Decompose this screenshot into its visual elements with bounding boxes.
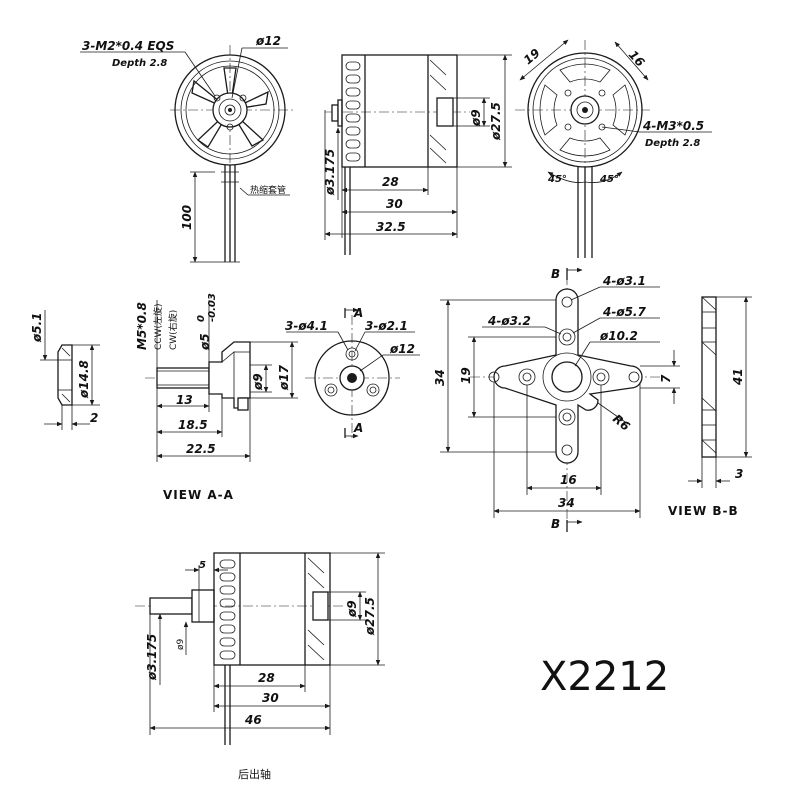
vent-slots: [345, 61, 361, 162]
side-bore-dia-label: ø9: [469, 109, 483, 127]
mount-h-19-label: 19: [459, 367, 473, 384]
aa-center-dia-label: ø12: [389, 342, 415, 356]
rear-screw-spec-label: 4-M3*0.5: [642, 119, 704, 133]
rear-dim-16-label: 16: [626, 48, 648, 70]
adapter-len-13-label: 13: [176, 393, 193, 407]
view-bb-label: VIEW B-B: [668, 504, 739, 518]
aa-holes-a-label: 3-ø4.1: [285, 319, 328, 333]
adapter-ccw-label: CCW(左旋): [152, 304, 164, 351]
mount-radius-label: R6: [610, 412, 632, 434]
washer-dia-5-1-label: ø5.1: [30, 312, 44, 343]
front-view: 100 3-M2*0.4 EQS Depth 2.8 ø12 热缩套管: [80, 34, 295, 263]
rear-shaft-view: 5 ø3.175 ø9 ø9 ø27.5 28 30 46 后出轴: [135, 552, 385, 781]
model-label: X2212: [540, 654, 669, 700]
adapter-dia-17-label: ø17: [277, 364, 291, 391]
rear-shaft-outer-dia-label: ø27.5: [363, 597, 377, 636]
rear-angle-1-label: 45°: [547, 174, 567, 185]
prop-adapter-view: M5*0.8 CCW(左旋) CW(右旋) ø5 0 -0.03 ø9 ø17 …: [135, 293, 298, 502]
rear-screw-depth-label: Depth 2.8: [645, 138, 700, 149]
side-len-28-label: 28: [382, 175, 399, 189]
aa-holes-b-label: 3-ø2.1: [365, 319, 408, 333]
rear-view: 19 16 4-M3*0.5 Depth 2.8 45° 45°: [515, 39, 712, 258]
rear-shaft-len-28-label: 28: [258, 671, 275, 685]
screw-spec-label: 3-M2*0.4 EQS: [82, 39, 174, 53]
adapter-len-18-5-label: 18.5: [178, 418, 208, 432]
bb-height-label: 41: [731, 368, 745, 386]
adapter-cw-label: CW(右旋): [167, 310, 179, 350]
mount-holes-3-2-label: 4-ø3.2: [487, 314, 531, 328]
screw-depth-label: Depth 2.8: [112, 58, 167, 69]
view-aa-label: VIEW A-A: [163, 488, 234, 502]
mount-holes-3-1-label: 4-ø3.1: [602, 274, 646, 288]
rear-shaft-len-46-label: 46: [244, 713, 262, 727]
adapter-thread-label: M5*0.8: [135, 302, 149, 350]
lead-length-label: 100: [180, 205, 194, 230]
section-b-bottom-label: B: [551, 517, 560, 531]
side-outer-dia-label: ø27.5: [489, 102, 503, 141]
section-a-top-label: A: [353, 306, 363, 320]
adapter-dia-9-label: ø9: [251, 373, 265, 391]
side-view: ø27.5 ø9 ø3.175 28 30 32.5: [323, 54, 512, 255]
rear-shaft-inner-dia-label: ø9: [176, 638, 186, 650]
front-shaft-dia-label: ø12: [255, 34, 281, 48]
view-aa-circle: A A 3-ø4.1 3-ø2.1 ø12: [285, 306, 420, 439]
side-len-32-5-label: 32.5: [376, 220, 406, 234]
rear-shaft-dim-5-label: 5: [199, 560, 206, 571]
x-mount-view: B B 4-ø3.1 4-ø3.2 4-ø5.7 ø10.2 R6 34 19 …: [433, 267, 680, 532]
adapter-tol-upper-label: 0: [196, 315, 207, 322]
mount-center-dia-label: ø10.2: [599, 329, 638, 343]
section-a-bottom-label: A: [353, 421, 363, 435]
mount-holes-5-7-label: 4-ø5.7: [602, 305, 646, 319]
mount-w-34-label: 34: [558, 496, 575, 510]
side-shaft-dia-label: ø3.175: [323, 149, 337, 196]
washer-thick-label: 2: [90, 411, 98, 425]
rear-shaft-dia-label: ø3.175: [145, 634, 159, 681]
adapter-tol-lower-label: -0.03: [207, 293, 218, 322]
rear-angle-2-label: 45°: [599, 174, 619, 185]
washer-dia-14-8-label: ø14.8: [77, 360, 91, 399]
mount-w-16-label: 16: [560, 473, 577, 487]
rear-shaft-bore-dia-label: ø9: [345, 600, 359, 618]
bb-thick-label: 3: [735, 467, 743, 481]
view-bb: 41 3 VIEW B-B: [668, 296, 752, 518]
rear-shaft-caption: 后出轴: [238, 767, 271, 781]
side-len-30-label: 30: [386, 197, 403, 211]
rear-shaft-len-30-label: 30: [262, 691, 279, 705]
adapter-len-22-5-label: 22.5: [186, 442, 216, 456]
heat-shrink-label: 热缩套管: [250, 184, 286, 196]
mount-dim-7-label: 7: [659, 374, 673, 383]
adapter-inner-dia-label: ø5: [198, 333, 212, 351]
section-b-top-label: B: [551, 267, 560, 281]
washer-view: ø5.1 ø14.8 2: [30, 310, 100, 430]
rear-vent-slots: [219, 559, 236, 660]
mount-h-34-label: 34: [433, 369, 447, 386]
